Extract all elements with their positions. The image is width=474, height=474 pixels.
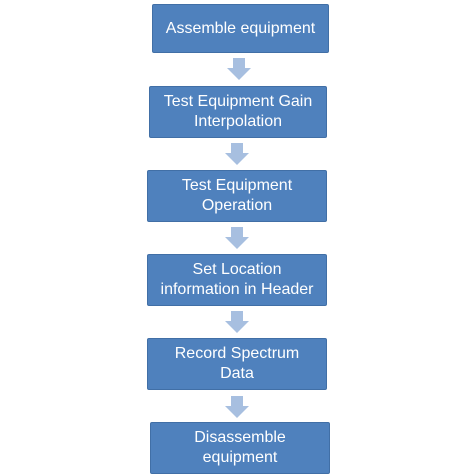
step-box-assemble: Assemble equipment (152, 4, 329, 53)
down-arrow-icon (227, 58, 251, 80)
down-arrow-icon (225, 396, 249, 418)
down-arrow-icon (225, 311, 249, 333)
step-label-assemble: Assemble equipment (165, 19, 316, 37)
down-arrow-icon (225, 143, 249, 165)
down-arrow-icon (225, 227, 249, 249)
